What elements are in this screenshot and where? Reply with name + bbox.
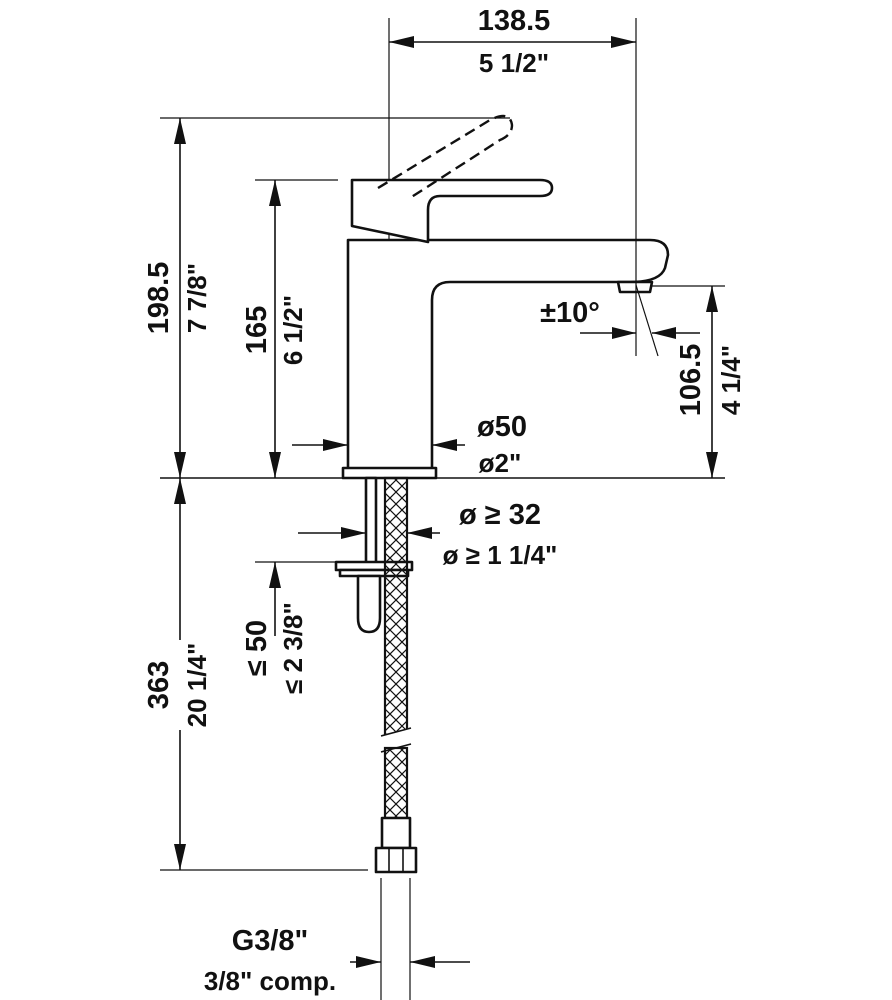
total-height-mm-label: 198.5 xyxy=(143,262,175,335)
arrow-icon xyxy=(174,118,186,144)
arrow-icon xyxy=(389,36,414,48)
arrow-icon xyxy=(356,956,381,968)
arrow-icon xyxy=(612,327,636,339)
arrow-icon xyxy=(269,180,281,206)
arrow-icon xyxy=(432,439,457,451)
deck-thickness-in-label: ≤ 2 3/8" xyxy=(278,602,308,694)
arrow-icon xyxy=(407,527,432,539)
lever-raised-position xyxy=(377,114,514,200)
arrow-icon xyxy=(323,439,348,451)
swivel-angle-label: ±10° xyxy=(540,297,600,329)
deck-thickness-mm-label: ≤ 50 xyxy=(241,620,273,676)
braided-hose-upper xyxy=(383,476,409,738)
width-mm-label: 138.5 xyxy=(478,5,551,37)
arrow-icon xyxy=(652,327,676,339)
base-plate xyxy=(341,466,438,480)
total-height-in-label: 7 7/8" xyxy=(182,263,212,333)
hose-nut xyxy=(374,846,418,874)
spout-height-mm-label: 106.5 xyxy=(675,344,707,417)
connection-type-label: 3/8" comp. xyxy=(204,966,336,996)
arrow-icon xyxy=(410,956,435,968)
arrow-icon xyxy=(706,286,718,312)
arrow-icon xyxy=(174,478,186,504)
arrow-icon xyxy=(174,844,186,870)
faucet-outline xyxy=(160,18,725,480)
under-deck-parts xyxy=(334,476,418,1000)
body-height-mm-label: 165 xyxy=(241,306,273,354)
arrow-icon xyxy=(341,527,366,539)
width-in-label: 5 1/2" xyxy=(479,48,549,78)
hole-diameter-in-label: ø ≥ 1 1/4" xyxy=(443,540,558,570)
dimension-labels: 138.5 5 1/2" 198.5 7 7/8" 165 6 1/2" 106… xyxy=(143,5,746,996)
hose-length-in-label: 20 1/4" xyxy=(182,643,212,728)
connection-thread-label: G3/8" xyxy=(232,925,309,957)
spout-height-in-label: 4 1/4" xyxy=(716,345,746,415)
braided-hose-lower xyxy=(383,746,409,820)
faucet-body xyxy=(346,238,670,472)
arrow-icon xyxy=(611,36,636,48)
fastening-stud xyxy=(356,574,382,634)
arrow-icon xyxy=(174,452,186,478)
arrow-icon xyxy=(269,562,281,588)
hose-length-mm-label: 363 xyxy=(143,661,175,709)
lever-handle xyxy=(350,178,554,244)
arrow-icon xyxy=(269,452,281,478)
arrow-icon xyxy=(706,452,718,478)
hose-connector xyxy=(380,816,412,850)
hose-break-mark xyxy=(380,727,412,737)
hole-diameter-mm-label: ø ≥ 32 xyxy=(459,499,541,531)
aerator xyxy=(616,280,654,294)
body-height-in-label: 6 1/2" xyxy=(278,295,308,365)
body-diameter-in-label: ø2" xyxy=(479,448,522,478)
body-diameter-mm-label: ø50 xyxy=(477,411,527,443)
dimension-lines xyxy=(160,18,725,968)
